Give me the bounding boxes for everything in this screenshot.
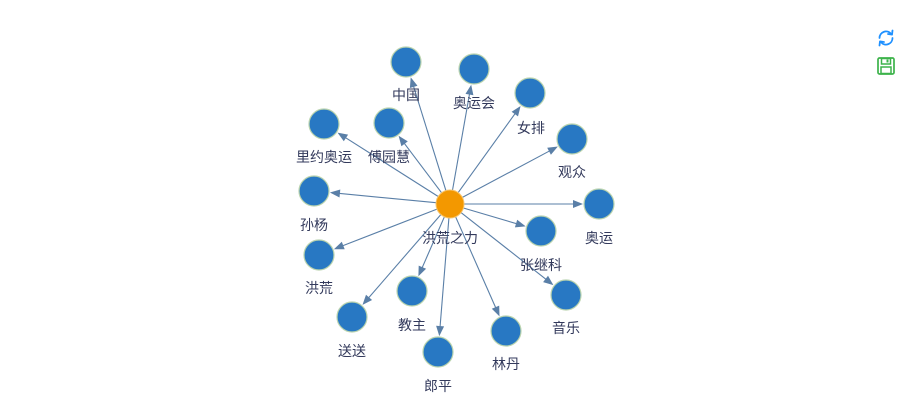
edge-arrowhead-14 bbox=[337, 132, 349, 142]
leaf-node-11[interactable] bbox=[336, 301, 368, 333]
edge-arrowhead-8 bbox=[491, 305, 500, 317]
leaf-node-label: 林丹 bbox=[492, 357, 520, 373]
edge-arrowhead-13 bbox=[329, 189, 341, 198]
edge-2 bbox=[451, 90, 471, 191]
edge-arrowhead-7 bbox=[543, 275, 554, 286]
edge-1 bbox=[411, 82, 447, 191]
edge-arrowhead-9 bbox=[436, 325, 445, 337]
center-node[interactable] bbox=[435, 189, 465, 219]
edge-arrowhead-4 bbox=[547, 146, 558, 155]
edge-6 bbox=[463, 207, 521, 226]
edge-4 bbox=[462, 148, 553, 198]
edge-layer bbox=[329, 77, 583, 337]
edge-12 bbox=[339, 208, 438, 248]
leaf-node-label: 女排 bbox=[517, 120, 545, 137]
leaf-node-label: 音乐 bbox=[552, 320, 580, 337]
edge-arrowhead-2 bbox=[465, 84, 474, 96]
center-node-label: 洪荒之力 bbox=[422, 231, 478, 247]
leaf-node-8[interactable] bbox=[490, 315, 522, 347]
toolbox bbox=[875, 27, 899, 83]
leaf-node-label: 奥运 bbox=[585, 230, 613, 247]
leaf-node-label: 送送 bbox=[338, 344, 366, 360]
edge-8 bbox=[455, 216, 498, 312]
leaf-node-label: 教主 bbox=[398, 318, 426, 334]
edge-13 bbox=[335, 192, 437, 204]
refresh-icon bbox=[878, 29, 894, 47]
edge-15 bbox=[401, 140, 443, 194]
edge-7 bbox=[460, 212, 550, 282]
edge-14 bbox=[342, 135, 439, 197]
floppy-disk-icon bbox=[877, 57, 895, 75]
leaf-node-label: 观众 bbox=[558, 165, 586, 181]
leaf-node-label: 傅园慧 bbox=[368, 150, 410, 166]
leaf-node-label: 孙杨 bbox=[300, 218, 328, 234]
leaf-node-label: 郎平 bbox=[424, 379, 452, 395]
edge-arrowhead-3 bbox=[511, 106, 521, 117]
save-image-button[interactable] bbox=[875, 55, 897, 77]
restore-button[interactable] bbox=[875, 27, 897, 49]
leaf-node-label: 奥运会 bbox=[453, 95, 495, 112]
edge-arrowhead-11 bbox=[362, 294, 373, 305]
edge-arrowhead-12 bbox=[333, 241, 345, 250]
leaf-node-12[interactable] bbox=[303, 239, 335, 271]
leaf-node-label: 洪荒 bbox=[305, 281, 333, 297]
leaf-node-13[interactable] bbox=[298, 175, 330, 207]
leaf-node-label: 张继科 bbox=[520, 258, 562, 274]
leaf-node-14[interactable] bbox=[308, 108, 340, 140]
leaf-node-label: 中国 bbox=[392, 88, 420, 104]
edge-arrowhead-5 bbox=[573, 200, 583, 208]
leaf-node-4[interactable] bbox=[556, 123, 588, 155]
leaf-node-6[interactable] bbox=[525, 215, 557, 247]
edge-arrowhead-1 bbox=[409, 77, 418, 88]
leaf-node-3[interactable] bbox=[514, 77, 546, 109]
leaf-node-5[interactable] bbox=[583, 188, 615, 220]
leaf-node-10[interactable] bbox=[396, 275, 428, 307]
leaf-node-9[interactable] bbox=[422, 336, 454, 368]
leaf-node-15[interactable] bbox=[373, 107, 405, 139]
edge-arrowhead-10 bbox=[418, 265, 427, 277]
edge-arrowhead-6 bbox=[514, 219, 526, 228]
leaf-node-1[interactable] bbox=[390, 46, 422, 78]
edge-9 bbox=[439, 217, 450, 331]
leaf-node-label: 里约奥运 bbox=[296, 149, 352, 166]
leaf-node-2[interactable] bbox=[458, 53, 490, 85]
edge-11 bbox=[365, 214, 442, 301]
edge-10 bbox=[420, 216, 445, 272]
edge-arrowhead-15 bbox=[398, 135, 408, 147]
node-layer: 中国 奥运会女排观众奥运张继科音乐林丹郎平 教主送送 洪荒 孙杨 里约奥运傅园慧洪荒之力 bbox=[296, 46, 615, 395]
edge-3 bbox=[457, 110, 518, 193]
leaf-node-7[interactable] bbox=[550, 279, 582, 311]
